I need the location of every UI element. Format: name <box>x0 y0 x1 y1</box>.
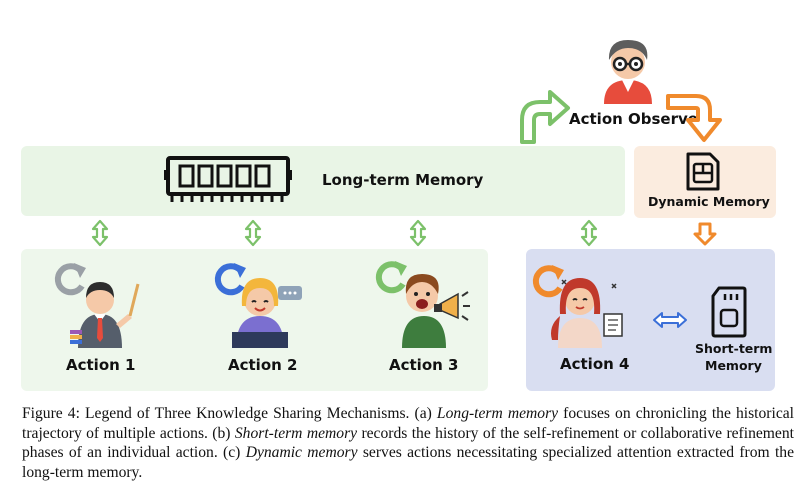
action2-person-icon <box>232 278 302 348</box>
down-arrow-icon <box>693 222 717 246</box>
updown-arrow-icon <box>580 219 598 247</box>
caption-term-long-term: Long-term memory <box>436 405 559 422</box>
action4-panel <box>526 249 775 391</box>
caption-text-c: serves actions necessitating specialized… <box>22 444 795 481</box>
sd-card-icon <box>711 286 747 338</box>
sim-card-icon <box>686 152 720 191</box>
dynamic-memory-label: Dynamic Memory <box>648 194 770 209</box>
dynamic-flow-arrow-icon <box>666 94 722 142</box>
action2-label: Action 2 <box>228 356 298 374</box>
caption-term-short-term: Short-term memory <box>234 424 358 442</box>
short-term-memory-label-line2: Memory <box>705 358 762 373</box>
caption-text-b: records the history of the self-refineme… <box>22 424 794 462</box>
memory-chip-icon <box>164 156 292 202</box>
refresh-icon <box>375 261 407 294</box>
leftright-arrow-icon <box>653 312 687 328</box>
caption-term-dynamic: Dynamic memory <box>245 444 358 461</box>
updown-arrow-icon <box>409 219 427 247</box>
action4-label: Action 4 <box>560 355 630 373</box>
long-term-memory-label: Long-term Memory <box>322 171 484 189</box>
refresh-icon <box>532 265 564 298</box>
action-observer-label: Action Observer <box>569 110 706 128</box>
figure-caption: Figure 4: Legend of Three Knowledge Shar… <box>22 404 794 482</box>
short-term-memory-label-line1: Short-term <box>695 341 773 356</box>
refresh-icon <box>214 263 246 296</box>
action3-person-icon <box>402 274 470 348</box>
updown-arrow-icon <box>91 219 109 247</box>
refresh-icon <box>54 263 86 296</box>
action1-person-icon <box>70 282 140 348</box>
action4-person-icon <box>551 278 623 348</box>
long-term-memory-panel <box>21 146 625 216</box>
action1-label: Action 1 <box>66 356 136 374</box>
caption-text-a: focuses on chronicling the historical tr… <box>22 405 795 442</box>
caption-prefix: Figure 4: Legend of Three Knowledge Shar… <box>22 405 437 422</box>
observe-arrow-icon <box>520 90 570 144</box>
action-observer-icon <box>604 40 652 104</box>
action3-label: Action 3 <box>389 356 459 374</box>
updown-arrow-icon <box>244 219 262 247</box>
